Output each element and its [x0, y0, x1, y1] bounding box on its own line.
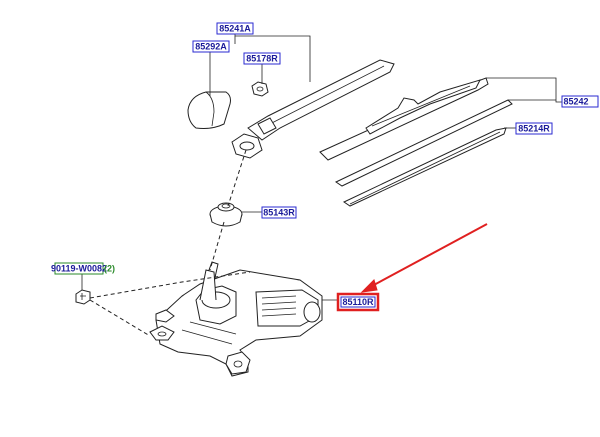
blade-assembly [319, 77, 513, 187]
arm-cap [187, 91, 231, 129]
callout-blade-insert[interactable]: 85214R [515, 122, 553, 135]
wiper-motor [149, 261, 323, 377]
callout-arm-text: 85241A [219, 24, 251, 34]
callout-cap[interactable]: 85292A [192, 40, 230, 53]
callout-motor[interactable]: 85110R [336, 292, 380, 312]
callout-motor-text: 85110R [342, 297, 374, 307]
bolt [75, 289, 91, 305]
blade-insert [342, 127, 507, 207]
grommet [209, 202, 243, 227]
wiper-arm [231, 59, 395, 159]
callout-cap-text: 85292A [195, 42, 227, 52]
callout-blade-assembly[interactable]: 85242 [561, 95, 599, 108]
highlight-arrow [360, 223, 488, 293]
arm-nut [251, 81, 269, 97]
callout-blade-insert-text: 85214R [518, 124, 550, 134]
callout-bolt[interactable]: 90119-W0082 (2) [51, 262, 115, 275]
callout-bolt-text: 90119-W0082 [51, 264, 107, 274]
callout-nut[interactable]: 85178R [243, 52, 281, 65]
callout-bolt-qty: (2) [104, 264, 115, 274]
callout-grommet[interactable]: 85143R [261, 206, 297, 219]
leader-lines [81, 32, 562, 301]
callout-arm[interactable]: 85241A [216, 22, 254, 35]
callout-nut-text: 85178R [246, 54, 278, 64]
assembly-lines [89, 149, 251, 337]
callout-grommet-text: 85143R [263, 208, 295, 218]
callout-blade-assembly-text: 85242 [563, 97, 588, 107]
